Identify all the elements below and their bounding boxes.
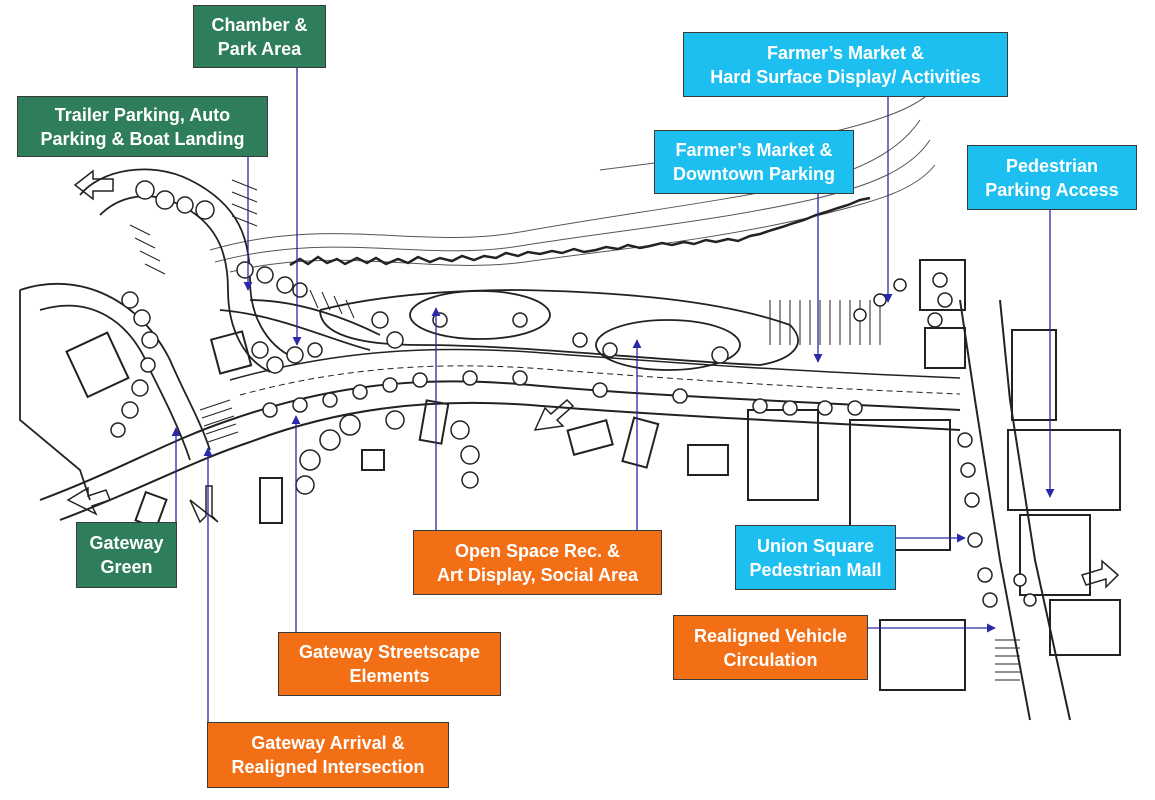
crosswalk-hatching [199, 399, 1020, 681]
left-roads [19, 168, 381, 501]
parking-stalls [129, 179, 881, 345]
main-road [39, 348, 961, 521]
road-arrows [66, 169, 1120, 589]
label-gateway-arrival-realigned-intersection: Gateway Arrival &Realigned Intersection [207, 722, 449, 788]
label-farmers-market-downtown-parking: Farmer’s Market &Downtown Parking [654, 130, 854, 194]
label-farmers-market-hard-surface: Farmer’s Market &Hard Surface Display/ A… [683, 32, 1008, 97]
leader-arrows [171, 68, 1055, 722]
trees [110, 180, 1037, 608]
buildings [65, 259, 1121, 691]
shoreline-rocks [289, 196, 871, 267]
label-open-space-rec: Open Space Rec. &Art Display, Social Are… [413, 530, 662, 595]
label-chamber-park-area: Chamber &Park Area [193, 5, 326, 68]
open-space-ovals [319, 289, 799, 371]
